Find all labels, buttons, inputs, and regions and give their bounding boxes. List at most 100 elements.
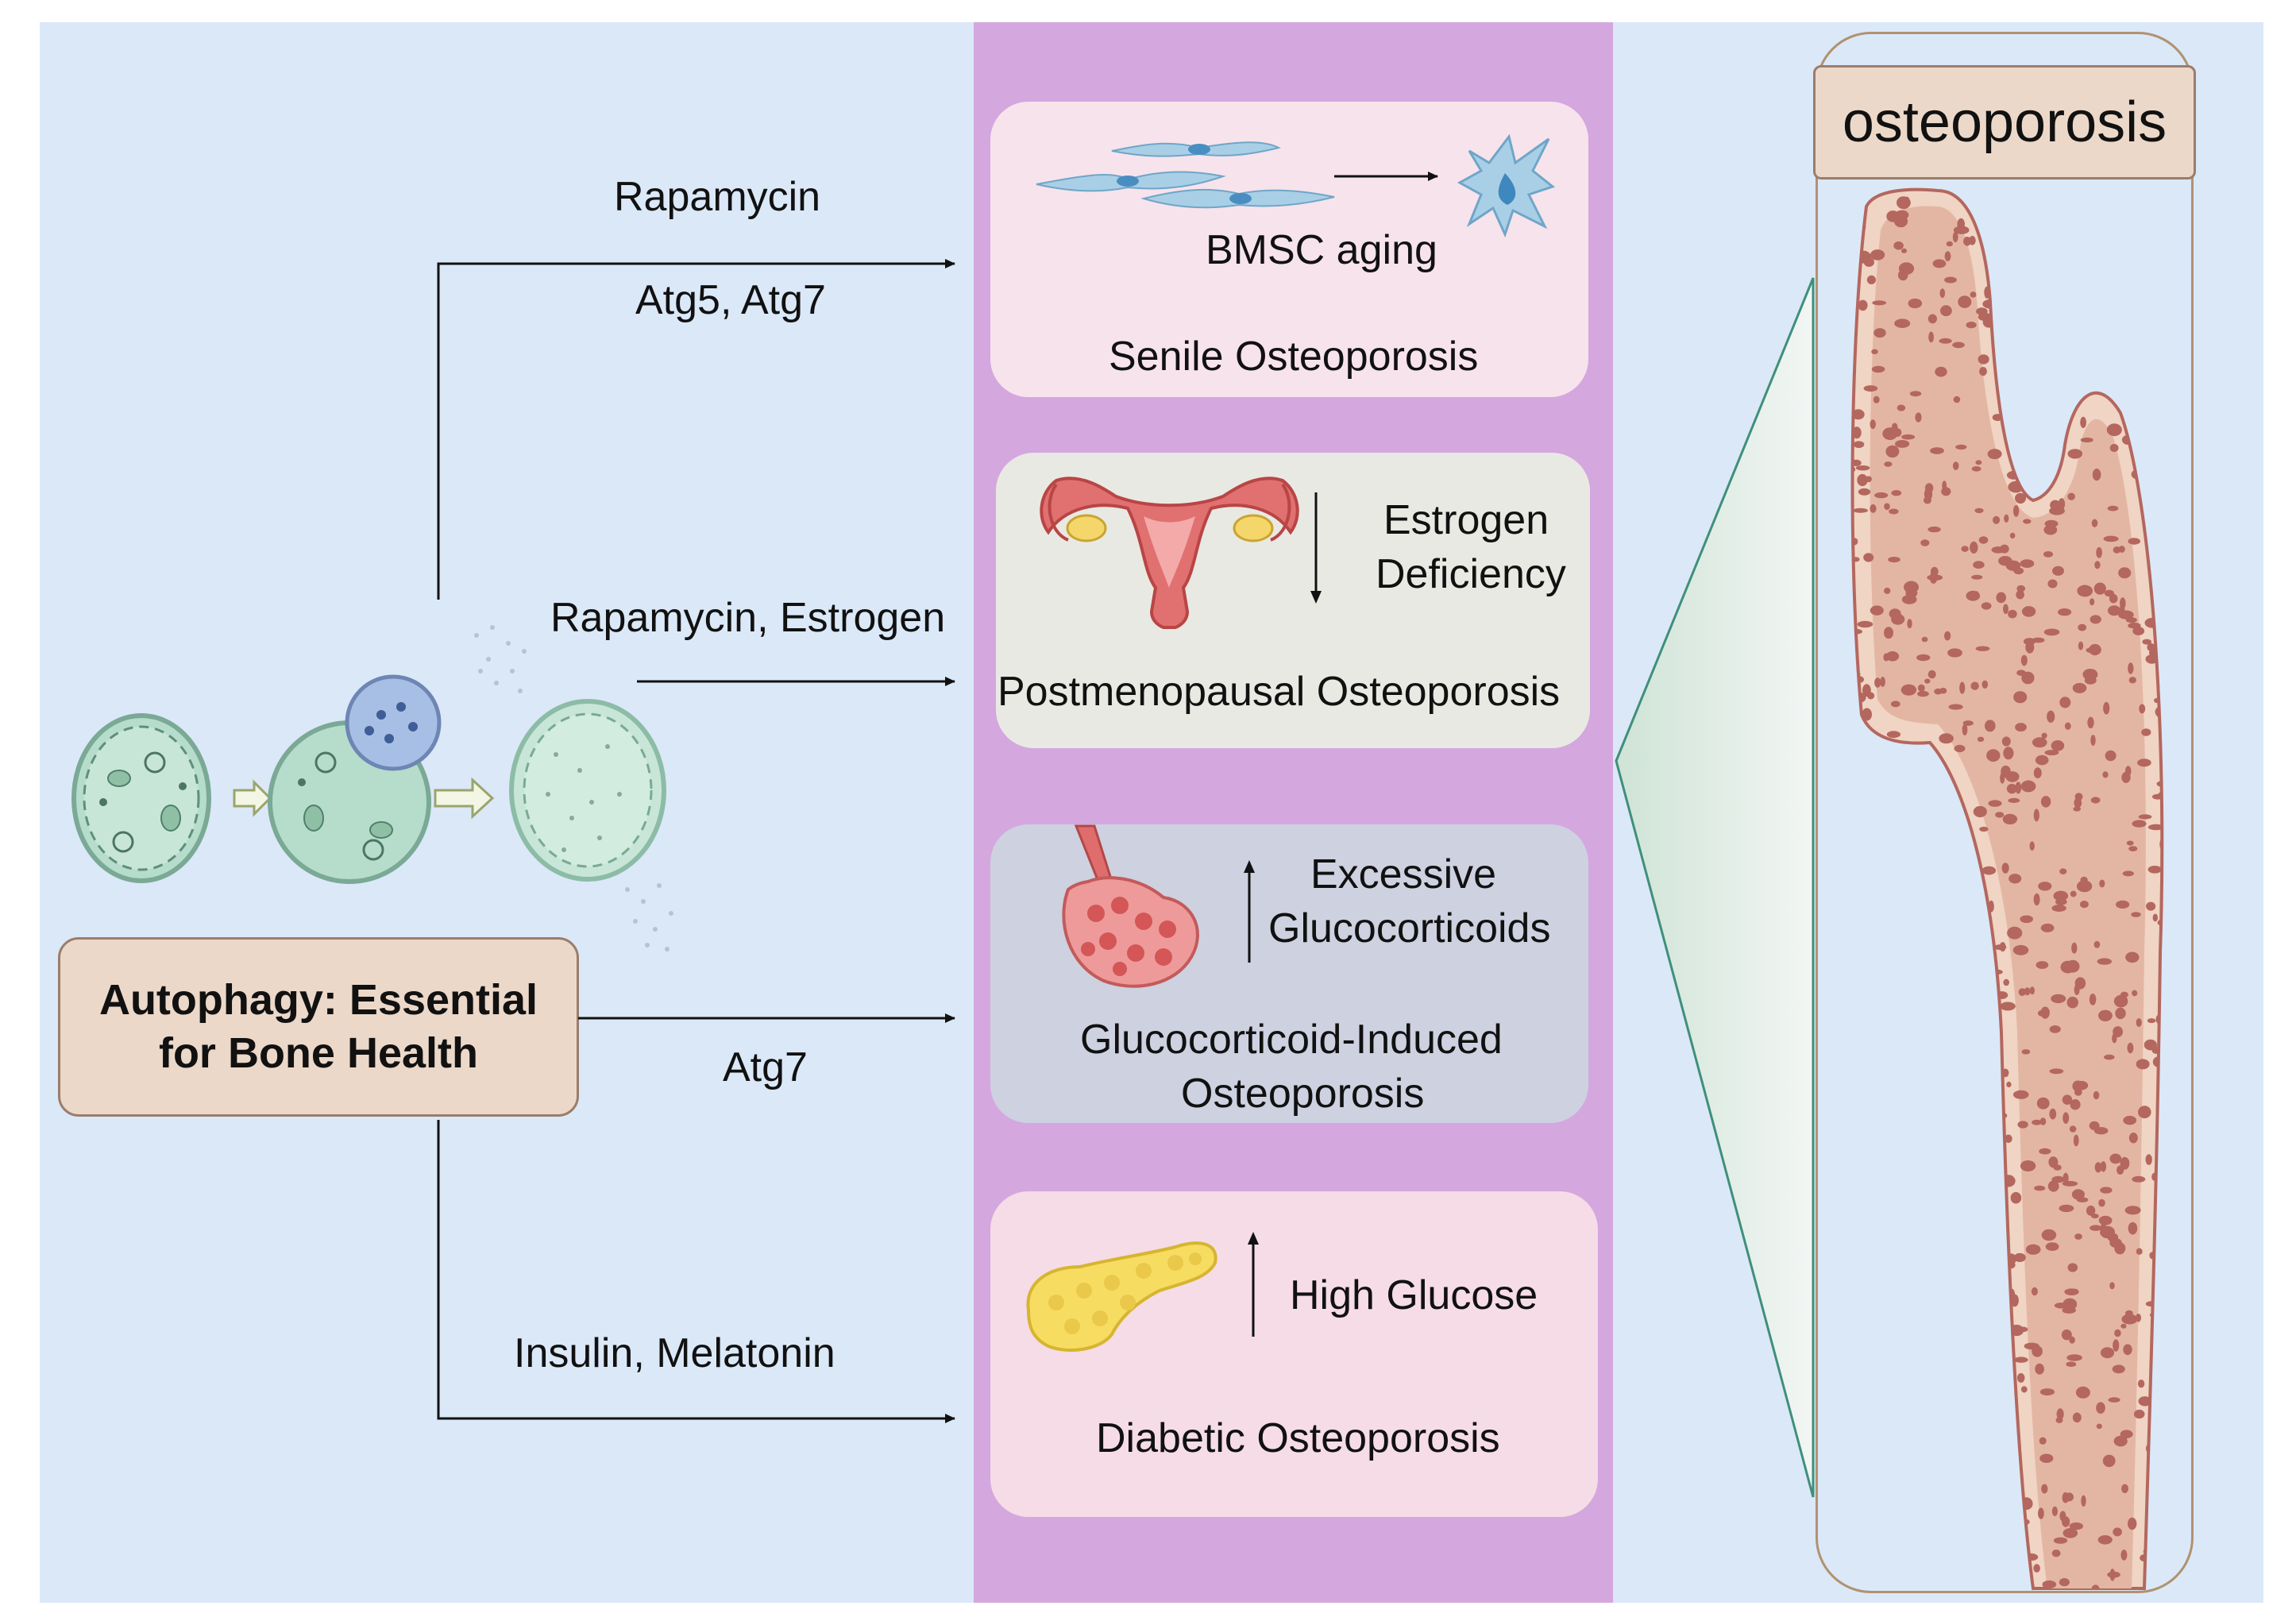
bone-pore bbox=[2000, 206, 2008, 218]
bone-pore bbox=[1909, 391, 1922, 397]
bone-pore bbox=[2119, 606, 2125, 613]
bone-pore bbox=[1880, 1490, 1891, 1499]
bone-pore bbox=[1978, 536, 1989, 544]
bone-pore bbox=[2042, 1580, 2057, 1589]
bone-pore bbox=[2029, 841, 2035, 851]
bone-pore bbox=[1883, 1481, 1897, 1495]
bone-pore bbox=[2001, 736, 2011, 747]
bone-pore bbox=[1858, 488, 1871, 496]
bone-pore bbox=[1853, 981, 1866, 992]
bone-pore bbox=[1895, 440, 1910, 448]
bone-pore bbox=[1958, 1146, 1966, 1158]
bone-pore bbox=[1874, 677, 1881, 688]
bone-pore bbox=[2128, 1222, 2138, 1235]
bone-pore bbox=[1922, 774, 1935, 781]
bone-pore bbox=[2154, 1444, 2162, 1451]
bone-pore bbox=[2080, 416, 2087, 429]
pancreas-icon bbox=[1026, 1241, 1217, 1352]
bone-pore bbox=[2070, 215, 2078, 223]
bone-pore bbox=[2137, 758, 2151, 767]
bone-pore bbox=[1994, 1565, 2010, 1571]
bone-pore bbox=[1997, 206, 2008, 217]
bone-pore bbox=[2043, 628, 2060, 636]
bone-pore bbox=[2082, 669, 2098, 681]
bone-pore bbox=[2146, 901, 2156, 911]
bone-pore bbox=[1873, 1233, 1886, 1241]
bone-pore bbox=[1856, 1438, 1873, 1450]
bone-pore bbox=[1959, 972, 1966, 982]
bone-pore bbox=[2062, 1094, 2073, 1105]
bone-pore bbox=[1853, 1090, 1868, 1100]
bone-pore bbox=[1950, 877, 1963, 886]
diabetic-osteoporosis-card: High Glucose Diabetic Osteoporosis bbox=[990, 1191, 1598, 1517]
bone-pore bbox=[2140, 251, 2153, 261]
bone-pore bbox=[1920, 539, 1930, 546]
bone-pore bbox=[1852, 1121, 1863, 1130]
bone-pore bbox=[2020, 559, 2035, 568]
bone-pore bbox=[1858, 299, 1868, 311]
bone-pore bbox=[1944, 251, 1951, 261]
bone-pore bbox=[1855, 1488, 1870, 1497]
bone-pore bbox=[2104, 589, 2114, 597]
bone-pore bbox=[2139, 264, 2151, 272]
bone-pore bbox=[1975, 646, 1990, 651]
bone-pore bbox=[1852, 557, 1860, 562]
bone-pore bbox=[2059, 198, 2067, 208]
bone-pore bbox=[1930, 1508, 1937, 1515]
bone-pore bbox=[2035, 757, 2044, 764]
bone-pore bbox=[2075, 1081, 2089, 1090]
bone-pore bbox=[1909, 933, 1919, 939]
bone-pore bbox=[1902, 1240, 1912, 1250]
bone-pore bbox=[1985, 1366, 1995, 1375]
bone-pore bbox=[1959, 928, 1973, 940]
bone-pore bbox=[1988, 1403, 1999, 1409]
bone-pore bbox=[2142, 281, 2147, 292]
bone-pore bbox=[1852, 1562, 1858, 1570]
bone-pore bbox=[1968, 1328, 1974, 1335]
bone-pore bbox=[2113, 994, 2128, 1008]
bone-pore bbox=[1993, 1373, 1998, 1379]
bone-pore bbox=[2043, 399, 2059, 408]
bone-pore bbox=[2032, 737, 2047, 748]
bone-pore bbox=[2102, 1454, 2116, 1468]
bone-pore bbox=[1962, 1218, 1973, 1229]
deficiency-label: Deficiency bbox=[1376, 551, 1566, 597]
bone-pore bbox=[1951, 855, 1958, 861]
bone-pore bbox=[1912, 806, 1920, 812]
bone-pore bbox=[2105, 750, 2117, 762]
bone-pore bbox=[2136, 1059, 2150, 1070]
bone-pore bbox=[1870, 1316, 1877, 1328]
arrow-to-diabetic bbox=[437, 1120, 955, 1423]
bone-pore bbox=[2120, 1550, 2128, 1561]
bone-pore bbox=[1952, 461, 1959, 470]
bone-pore bbox=[2149, 1311, 2163, 1318]
bone-pore bbox=[2058, 415, 2070, 424]
bone-pore bbox=[2108, 1397, 2120, 1403]
bone-pore bbox=[2006, 349, 2022, 360]
bone-pore bbox=[2051, 1506, 2058, 1516]
bone-pore bbox=[2052, 565, 2064, 576]
bone-pore bbox=[1916, 654, 1931, 662]
bone-pore bbox=[2145, 1301, 2158, 1307]
bone-pore bbox=[1936, 895, 1947, 909]
bone-pore bbox=[1966, 590, 1981, 601]
bone-pore bbox=[1940, 305, 1952, 317]
bone-pore bbox=[2059, 1578, 2070, 1587]
osteoporotic-bone-icon bbox=[1850, 187, 2164, 1590]
bone-pore bbox=[2051, 905, 2066, 912]
bone-pore bbox=[1916, 908, 1932, 913]
bone-pore bbox=[2097, 229, 2107, 237]
bone-pore bbox=[1855, 948, 1867, 953]
bone-pore bbox=[1996, 1137, 2009, 1143]
bone-pore bbox=[1884, 627, 1893, 639]
bone-pore bbox=[1852, 426, 1862, 439]
bone-pore bbox=[2012, 944, 2029, 955]
bone-pore bbox=[2124, 1206, 2141, 1215]
bone-pore bbox=[2103, 701, 2110, 715]
bone-pore bbox=[2041, 732, 2047, 739]
bone-pore bbox=[1951, 1041, 1965, 1047]
bone-pore bbox=[1885, 1470, 1893, 1482]
bone-pore bbox=[2090, 598, 2095, 606]
bone-pore bbox=[1906, 1539, 1914, 1552]
bone-pore bbox=[1857, 473, 1868, 487]
